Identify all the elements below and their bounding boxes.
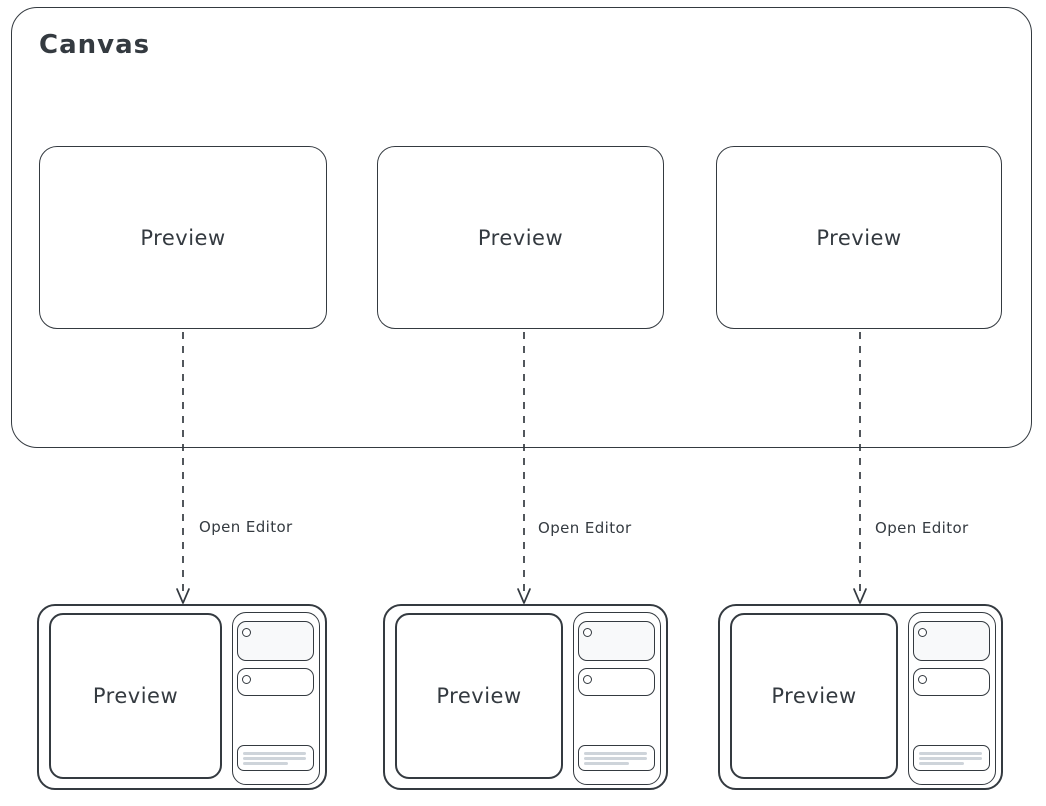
open-editor-label-3: Open Editor: [875, 519, 969, 537]
text-placeholder-line: [919, 752, 982, 755]
open-editor-arrow-3: [851, 330, 869, 606]
editor-window-3: Preview: [718, 604, 1003, 790]
editor-preview-label: Preview: [436, 684, 522, 708]
arrow-down-icon: [176, 332, 190, 604]
arrow-down-icon: [517, 332, 531, 604]
editor-preview-label: Preview: [92, 684, 179, 708]
canvas-title: Canvas: [39, 30, 151, 60]
sidebar-card[interactable]: [578, 668, 655, 696]
editor-sidebar: [573, 612, 661, 785]
canvas-preview-card-2[interactable]: Preview: [377, 146, 664, 329]
circle-icon: [918, 675, 927, 684]
text-placeholder-line: [584, 757, 647, 760]
editor-window-1: Preview: [37, 604, 327, 790]
sidebar-text-card[interactable]: [578, 745, 655, 771]
preview-label: Preview: [477, 225, 564, 250]
sidebar-card-selected[interactable]: [237, 621, 314, 661]
canvas-frame: Canvas Preview Preview Preview: [11, 7, 1032, 448]
canvas-preview-card-1[interactable]: Preview: [39, 146, 327, 329]
circle-icon: [583, 628, 592, 637]
editor-preview-pane: Preview: [395, 613, 563, 779]
sidebar-text-card[interactable]: [913, 745, 990, 771]
canvas-preview-card-3[interactable]: Preview: [716, 146, 1002, 329]
sidebar-card[interactable]: [913, 668, 990, 696]
text-placeholder-line: [243, 762, 288, 765]
editor-preview-pane: Preview: [49, 613, 222, 779]
open-editor-label-2: Open Editor: [538, 519, 632, 537]
sidebar-card-selected[interactable]: [578, 621, 655, 661]
circle-icon: [918, 628, 927, 637]
circle-icon: [242, 675, 251, 684]
editor-sidebar: [232, 612, 320, 785]
preview-label: Preview: [816, 225, 902, 250]
preview-label: Preview: [140, 225, 226, 250]
open-editor-arrow-2: [515, 330, 533, 606]
editor-preview-label: Preview: [771, 684, 857, 708]
circle-icon: [583, 675, 592, 684]
editor-sidebar: [908, 612, 996, 785]
sidebar-card-selected[interactable]: [913, 621, 990, 661]
sidebar-card[interactable]: [237, 668, 314, 696]
text-placeholder-line: [919, 762, 964, 765]
open-editor-arrow-1: [174, 330, 192, 606]
open-editor-label-1: Open Editor: [199, 518, 293, 536]
text-placeholder-line: [584, 752, 647, 755]
text-placeholder-line: [243, 752, 306, 755]
editor-window-2: Preview: [383, 604, 668, 790]
editor-preview-pane: Preview: [730, 613, 898, 779]
arrow-down-icon: [853, 332, 867, 604]
text-placeholder-line: [584, 762, 629, 765]
circle-icon: [242, 628, 251, 637]
text-placeholder-line: [919, 757, 982, 760]
text-placeholder-line: [243, 757, 306, 760]
sidebar-text-card[interactable]: [237, 745, 314, 771]
